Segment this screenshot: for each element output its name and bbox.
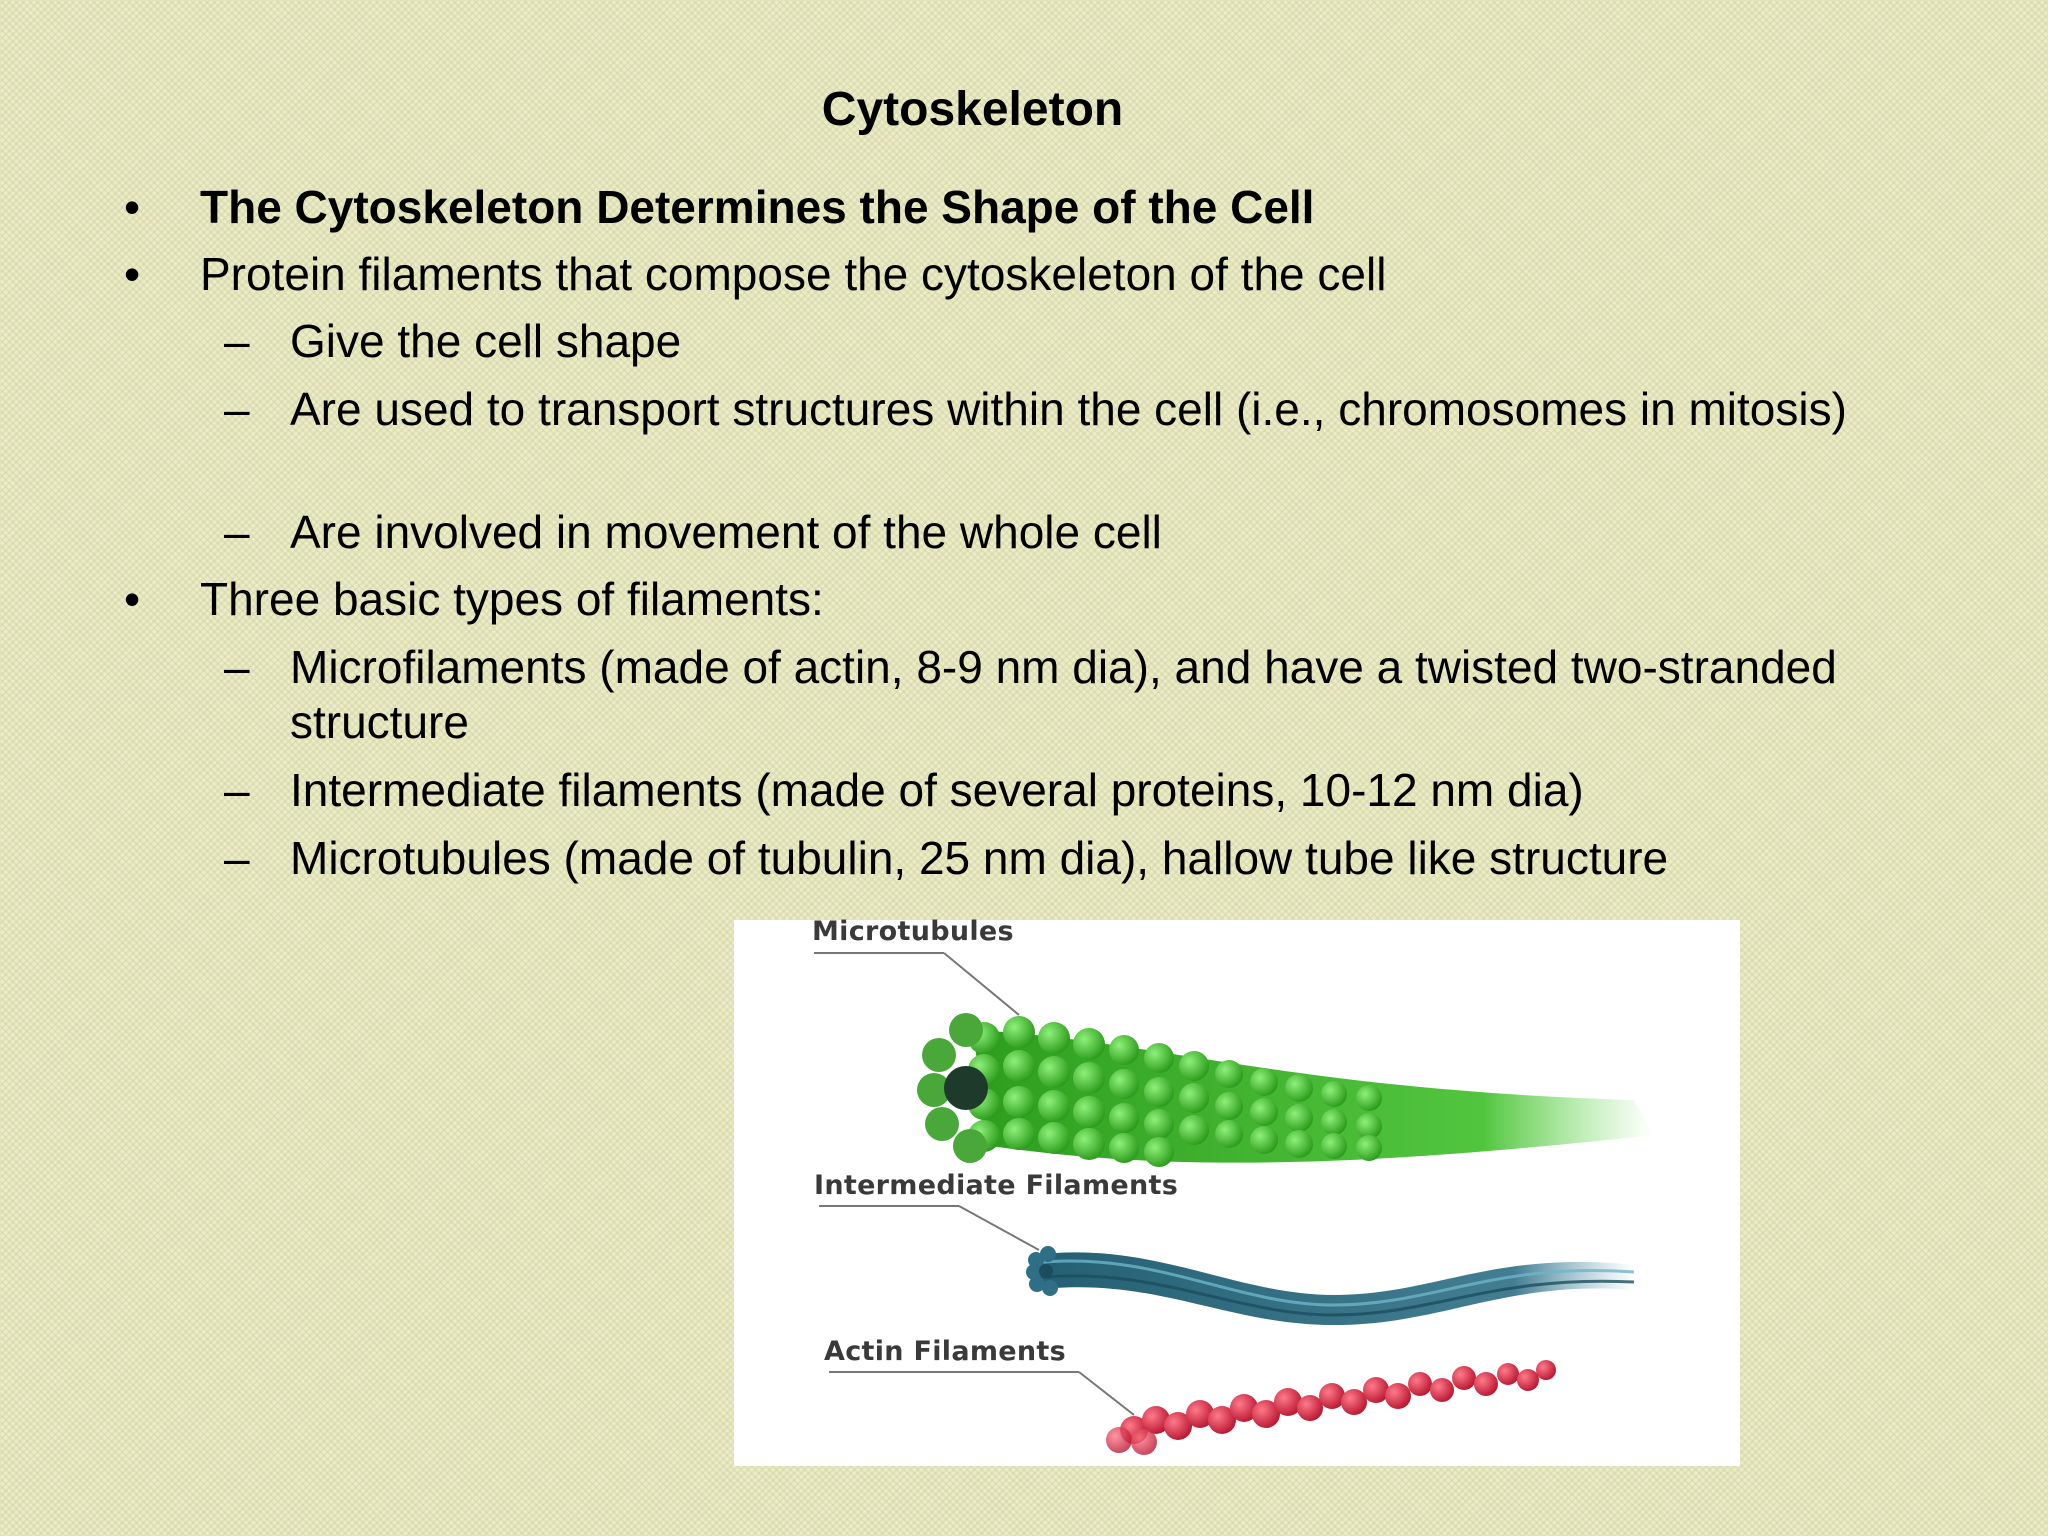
bullet-marker: •: [124, 181, 141, 233]
bullet-item: Protein filaments that compose the cytos…: [200, 248, 1387, 300]
bullet-marker: •: [124, 573, 141, 625]
filament-illustration: [814, 952, 1654, 1455]
actin-filament-shape: [829, 1360, 1556, 1455]
sub-bullet-marker: –: [224, 383, 250, 435]
actin-filaments-label: Actin Filaments: [824, 1336, 1067, 1367]
bullet-item: Three basic types of filaments:: [200, 573, 824, 625]
sub-bullet-marker: –: [224, 506, 250, 558]
cytoskeleton-figure: Microtubules Intermediate Filaments Acti…: [734, 916, 1740, 1466]
intermediate-filament-shape: [819, 1205, 1635, 1325]
sub-bullet-item: Microtubules (made of tubulin, 25 nm dia…: [290, 832, 1669, 884]
intermediate-filaments-label: Intermediate Filaments: [814, 1170, 1179, 1201]
sub-bullet-marker: –: [224, 832, 250, 884]
leader-line: [958, 1205, 1040, 1251]
sub-bullet-marker: –: [224, 641, 250, 693]
sub-bullet-item: Give the cell shape: [290, 315, 682, 367]
bullet-marker: •: [124, 248, 141, 300]
sub-bullet-marker: –: [224, 315, 250, 367]
sub-bullet-item: Are involved in movement of the whole ce…: [290, 506, 1162, 558]
bullet-list: • The Cytoskeleton Determines the Shape …: [124, 181, 1847, 884]
sub-bullet-item: Intermediate filaments (made of several …: [290, 764, 1584, 816]
leader-line: [943, 952, 1020, 1016]
sub-bullet-item: Microfilaments (made of actin, 8-9 nm di…: [290, 641, 1837, 748]
microtubule-shape: [814, 952, 1654, 1167]
slide-title: Cytoskeleton: [821, 83, 1124, 136]
leader-line: [1078, 1371, 1135, 1416]
bullet-item: The Cytoskeleton Determines the Shape of…: [200, 181, 1315, 233]
microtubules-label: Microtubules: [812, 916, 1014, 947]
sub-bullet-marker: –: [224, 764, 250, 816]
sub-bullet-item: Are used to transport structures within …: [290, 383, 1847, 435]
